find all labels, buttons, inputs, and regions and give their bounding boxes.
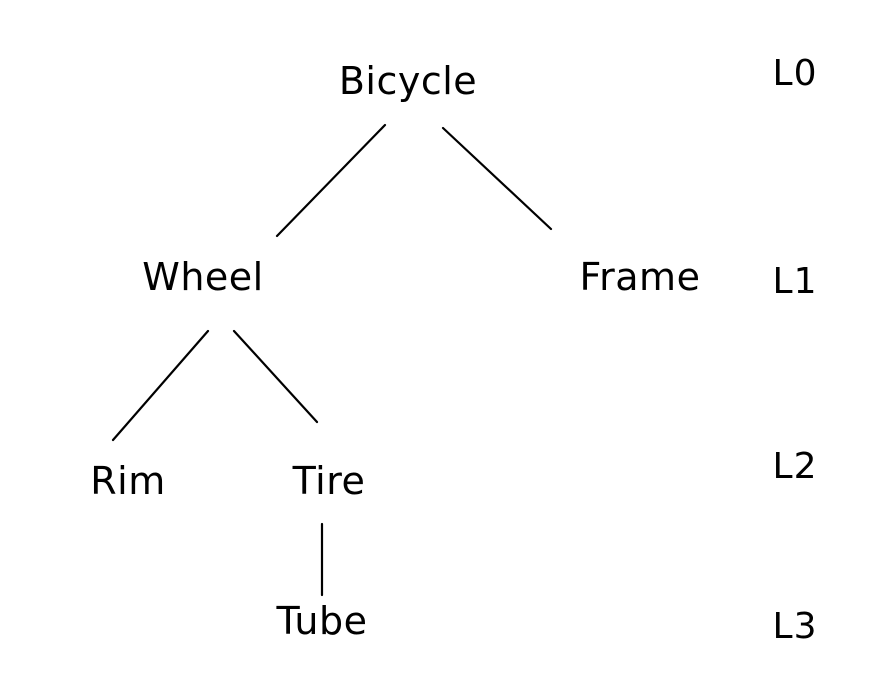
node-tire: Tire	[292, 459, 366, 503]
edge-wheel-rim	[111, 329, 210, 442]
level-label-l3: L3	[772, 606, 818, 647]
level-label-l2: L2	[772, 446, 818, 487]
node-frame: Frame	[579, 255, 701, 299]
level-label-l1: L1	[772, 261, 818, 302]
edge-bicycle-wheel	[275, 123, 387, 238]
node-bicycle: Bicycle	[338, 59, 478, 103]
edge-bicycle-frame	[441, 126, 553, 231]
node-wheel: Wheel	[142, 255, 264, 299]
node-rim: Rim	[90, 459, 166, 503]
node-tube: Tube	[276, 599, 368, 643]
level-label-l0: L0	[772, 53, 818, 94]
edge-wheel-tire	[232, 329, 319, 424]
